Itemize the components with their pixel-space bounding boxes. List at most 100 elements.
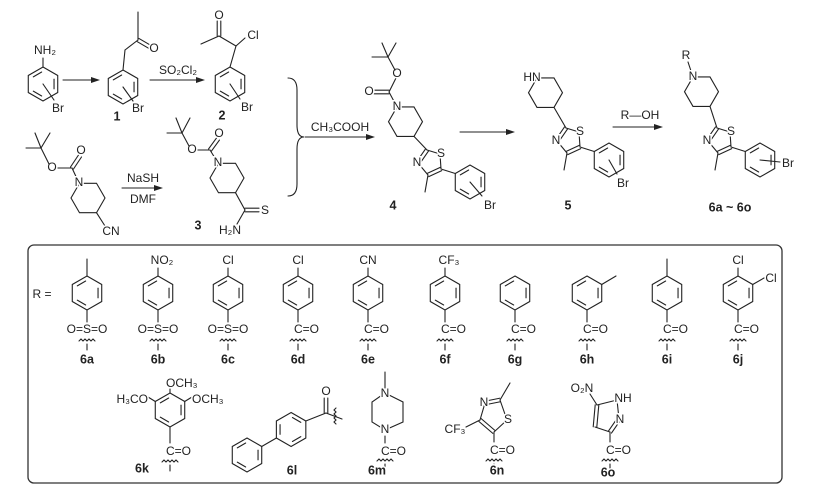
brace xyxy=(287,77,305,197)
ring-double-bond xyxy=(287,280,298,287)
aryl-ring xyxy=(499,275,531,311)
bond-line xyxy=(218,35,237,47)
carbonyl-linker: C=O xyxy=(663,322,688,336)
bond-line xyxy=(556,140,568,154)
compound-1-label: 1 xyxy=(114,109,121,123)
carbonyl-linker: C=O xyxy=(583,322,608,336)
reagent-acetic-acid: CH₃COOH xyxy=(311,120,369,134)
oxygen-atom: O xyxy=(321,384,330,398)
arrow-head xyxy=(91,77,100,83)
amine-group: NH₂ xyxy=(34,43,56,57)
double-bond xyxy=(708,128,720,143)
bromo-bond xyxy=(608,159,618,175)
r-group: R xyxy=(682,48,691,62)
bond-line xyxy=(596,399,618,406)
sulfur-atom: S xyxy=(576,124,584,138)
compound-label: 6j xyxy=(733,352,743,366)
double-bond xyxy=(72,156,83,170)
arrow-head xyxy=(654,124,663,130)
phenyl-ring xyxy=(231,437,263,473)
bond-line xyxy=(417,162,429,176)
compound-label: 6i xyxy=(662,352,672,366)
bromine-atom: Br xyxy=(782,156,794,170)
bond-line xyxy=(499,399,508,421)
ring-double-bond xyxy=(76,280,87,287)
bond-line xyxy=(440,168,456,175)
bond-line xyxy=(709,105,718,129)
phenyl-ring xyxy=(275,411,307,448)
arrow-head xyxy=(154,185,163,191)
compound-3-label: 3 xyxy=(195,218,202,232)
methyl-bond xyxy=(424,174,429,193)
ring-double-bond xyxy=(217,280,228,287)
bond-line xyxy=(184,396,193,403)
nitrogen-atom: N xyxy=(480,395,489,409)
piperazine-ring xyxy=(371,392,404,431)
bond-line xyxy=(235,37,246,47)
bond-line xyxy=(687,61,694,78)
arrow-head xyxy=(366,134,375,140)
trifluoromethyl-label: CF₃ xyxy=(445,422,466,436)
double-bond xyxy=(478,420,494,434)
bond-line xyxy=(147,396,156,403)
substituent-label: NO₂ xyxy=(151,253,174,267)
aniline-ring xyxy=(27,66,59,102)
nitrogen-atom: N xyxy=(413,155,422,169)
compound-label: 6c xyxy=(221,352,235,366)
bromophenyl-ring xyxy=(454,164,486,200)
bond-line xyxy=(493,419,508,433)
compound-5-label: 5 xyxy=(565,198,572,212)
carbonyl-linker: C=O xyxy=(364,322,389,336)
amine-group: H₂N xyxy=(219,223,241,237)
attachment-wavy-bond xyxy=(219,338,237,342)
double-bond xyxy=(418,150,430,165)
sulfur-atom: S xyxy=(727,124,735,138)
nitrogen-atom: N xyxy=(381,422,390,436)
attachment-wavy-bond xyxy=(578,338,596,342)
compound-label: 6f xyxy=(439,352,451,366)
compound-label: 6l xyxy=(287,463,297,477)
bond-line xyxy=(465,419,481,428)
methyl-bond xyxy=(601,275,617,286)
ring-double-bond xyxy=(459,169,470,176)
ring-double-bond xyxy=(291,416,302,423)
reagent-nash: NaSH xyxy=(127,171,159,185)
double-bond xyxy=(484,397,501,402)
methyl-bond xyxy=(563,152,568,171)
bond-line xyxy=(752,277,765,286)
nitrogen-atom: N xyxy=(552,133,561,147)
aryl-ring xyxy=(282,275,314,311)
reagent-so2cl2: SO₂Cl₂ xyxy=(159,63,197,77)
ring-double-bond xyxy=(576,280,587,287)
arrow-head xyxy=(506,129,515,135)
compound-label: 6o xyxy=(601,465,616,479)
ring-double-bond xyxy=(749,166,760,173)
double-bond xyxy=(718,148,733,156)
compound-label: 6n xyxy=(490,463,505,477)
double-bond xyxy=(716,144,731,152)
ring-double-bond xyxy=(32,71,43,78)
attachment-wavy-bond xyxy=(359,338,377,342)
attachment-wavy-bond xyxy=(289,338,307,342)
double-bond xyxy=(592,404,596,428)
double-bond xyxy=(210,139,221,152)
ring-double-bond xyxy=(727,299,738,306)
nitrogen-atom: N xyxy=(393,99,402,113)
compound-label: 6e xyxy=(361,352,375,366)
ring-double-bond xyxy=(357,299,368,306)
bond-line xyxy=(387,42,397,58)
nitro-label: O₂N xyxy=(571,381,594,395)
bond-line xyxy=(381,42,389,58)
bond-line xyxy=(553,106,567,129)
substituent-label: Cl xyxy=(292,253,303,267)
attachment-wavy-bond xyxy=(161,459,179,463)
ring-double-bond xyxy=(236,461,247,468)
attachment-wavy-bond xyxy=(333,407,337,425)
double-bond xyxy=(136,41,150,50)
bond-line xyxy=(95,212,106,227)
compound-2-ring xyxy=(214,66,246,102)
bond-line xyxy=(71,167,80,184)
ring-double-bond xyxy=(434,299,445,306)
bond-line xyxy=(325,412,343,420)
oxygen-atom: O xyxy=(76,143,85,157)
